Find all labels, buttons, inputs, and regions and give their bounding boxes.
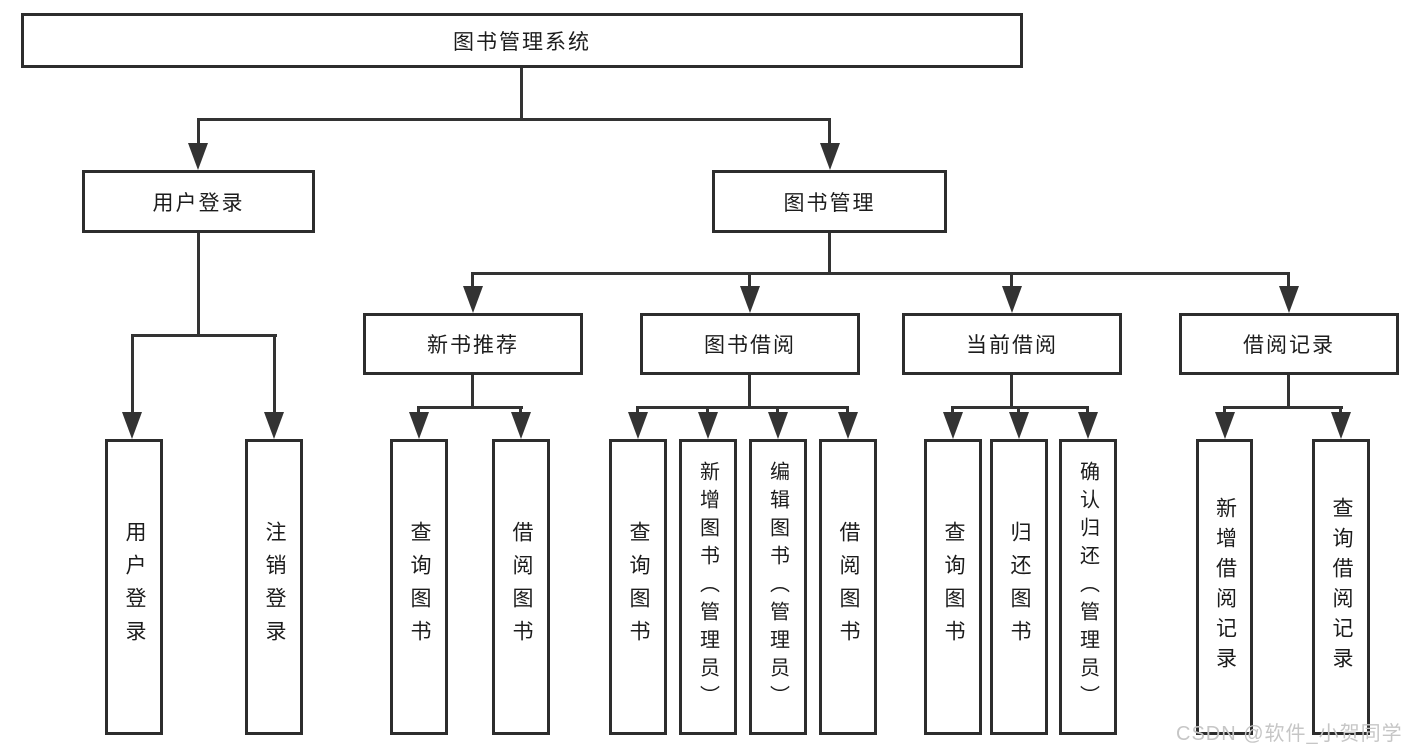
connector-book-mgmt-drop <box>828 118 831 146</box>
watermark: CSDN @软件_小贺同学 <box>1176 723 1403 745</box>
connector-user-login-rail <box>131 334 277 337</box>
connector-current-rail <box>951 406 1089 409</box>
arrowhead-leaf <box>838 412 858 439</box>
connector-borrow-drop <box>748 272 751 289</box>
connector-leaf-drop <box>1086 406 1089 415</box>
connector-leaf-drop <box>706 406 709 415</box>
node-borrow-records: 借阅记录 <box>1179 313 1399 375</box>
leaf-add-book-admin: 新增图书（管理员） <box>679 439 737 735</box>
connector-level2-rail <box>197 118 831 121</box>
connector-new-rec-rail <box>417 406 523 409</box>
node-user-login: 用户登录 <box>82 170 315 233</box>
connector-current-stem <box>1010 375 1013 407</box>
leaf-query-books-recommend: 查询图书 <box>390 439 448 735</box>
connector-book-mgmt-stem <box>828 233 831 272</box>
connector-root-stem <box>520 68 523 120</box>
arrowhead-leaf <box>768 412 788 439</box>
arrowhead-leaf <box>628 412 648 439</box>
arrowhead-book-mgmt <box>820 143 840 170</box>
connector-leaf-drop <box>417 406 420 415</box>
connector-level3-rail <box>471 272 1290 275</box>
connector-user-login-drop <box>197 118 200 146</box>
node-root-system: 图书管理系统 <box>21 13 1023 68</box>
connector-leaf-drop <box>1339 406 1342 415</box>
node-book-borrow: 图书借阅 <box>640 313 860 375</box>
arrowhead-logout <box>264 412 284 439</box>
node-current-borrow: 当前借阅 <box>902 313 1122 375</box>
connector-logout-drop <box>273 334 276 415</box>
leaf-query-books-borrow: 查询图书 <box>609 439 667 735</box>
arrowhead-leaf <box>1009 412 1029 439</box>
arrowhead-records <box>1279 286 1299 313</box>
arrowhead-login <box>122 412 142 439</box>
connector-leaf-drop <box>636 406 639 415</box>
arrowhead-user-login <box>188 143 208 170</box>
leaf-logout: 注销登录 <box>245 439 303 735</box>
arrowhead-new-rec <box>463 286 483 313</box>
connector-leaf-drop <box>1017 406 1020 415</box>
leaf-query-borrow-record: 查询借阅记录 <box>1312 439 1370 735</box>
arrowhead-leaf <box>1331 412 1351 439</box>
connector-new-rec-stem <box>471 375 474 407</box>
connector-new-rec-drop <box>471 272 474 289</box>
connector-records-rail <box>1223 406 1343 409</box>
arrowhead-leaf <box>1215 412 1235 439</box>
arrowhead-leaf <box>1078 412 1098 439</box>
arrowhead-borrow <box>740 286 760 313</box>
connector-leaf-drop <box>1223 406 1226 415</box>
arrowhead-current <box>1002 286 1022 313</box>
arrowhead-leaf <box>943 412 963 439</box>
leaf-query-books-current: 查询图书 <box>924 439 982 735</box>
connector-leaf-drop <box>846 406 849 415</box>
connector-login-drop <box>131 334 134 415</box>
connector-borrow-rail <box>636 406 849 409</box>
connector-records-drop <box>1287 272 1290 289</box>
leaf-user-login: 用户登录 <box>105 439 163 735</box>
arrowhead-leaf <box>698 412 718 439</box>
leaf-add-borrow-record: 新增借阅记录 <box>1196 439 1253 735</box>
connector-borrow-stem <box>748 375 751 407</box>
node-new-book-recommend: 新书推荐 <box>363 313 583 375</box>
leaf-confirm-return-admin: 确认归还（管理员） <box>1059 439 1117 735</box>
leaf-borrow-book: 借阅图书 <box>819 439 877 735</box>
leaf-edit-book-admin: 编辑图书（管理员） <box>749 439 807 735</box>
connector-leaf-drop <box>776 406 779 415</box>
connector-user-login-stem <box>197 233 200 334</box>
connector-leaf-drop <box>951 406 954 415</box>
leaf-borrow-books-recommend: 借阅图书 <box>492 439 550 735</box>
connector-current-drop <box>1010 272 1013 289</box>
arrowhead-leaf <box>409 412 429 439</box>
leaf-return-book: 归还图书 <box>990 439 1048 735</box>
connector-leaf-drop <box>519 406 522 415</box>
arrowhead-leaf <box>511 412 531 439</box>
node-book-management: 图书管理 <box>712 170 947 233</box>
connector-records-stem <box>1287 375 1290 407</box>
